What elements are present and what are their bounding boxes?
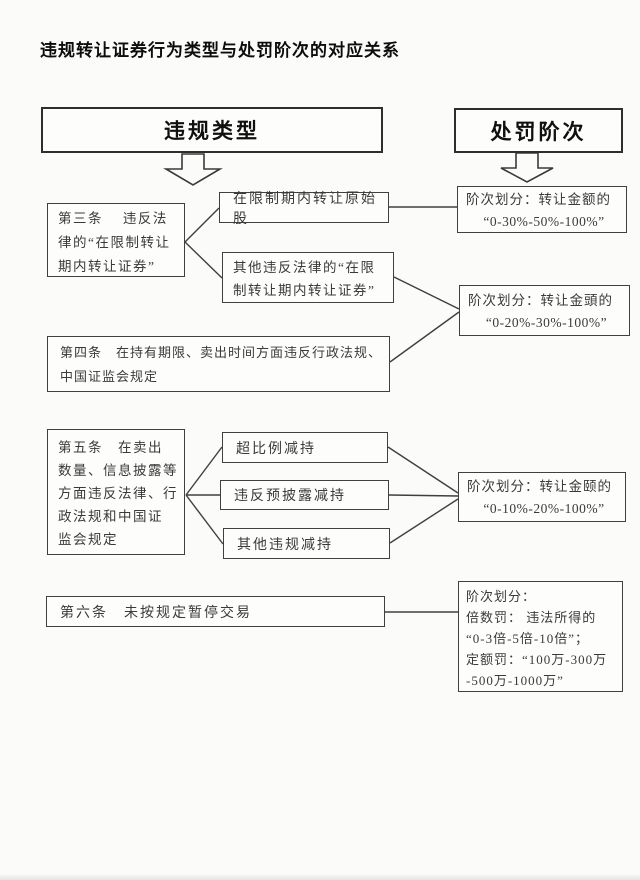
penalty-tier-1-range: “0-30%-50%-100%” bbox=[483, 214, 605, 229]
article-3-line: 期内转让证券” bbox=[58, 259, 156, 274]
page-title: 违规转让证券行为类型与处罚阶次的对应关系 bbox=[40, 41, 400, 60]
article-4-line: 第四条 在持有期限、卖出时间方面违反行政法规、 bbox=[60, 345, 383, 360]
connector-other-p2 bbox=[393, 276, 460, 310]
connector-a5-r3 bbox=[185, 494, 224, 545]
other-illegal-reduction-box: 其他违规减持 bbox=[223, 528, 390, 559]
article-4-line: 中国证监会规定 bbox=[60, 369, 159, 384]
penalty-tier-header-box: 处罚阶次 bbox=[454, 108, 623, 153]
article-5-line: 数量、信息披露等 bbox=[58, 463, 178, 478]
article-6-box: 第六条 未按规定暂停交易 bbox=[46, 596, 385, 627]
penalty-tier-3-box: 阶次划分：转让金颐的 “0-10%-20%-100%” bbox=[458, 472, 626, 522]
penalty-tier-3-line: 阶次划分：转让金颐的 bbox=[467, 479, 612, 494]
article-3-line: 律的“在限制转让 bbox=[58, 235, 171, 250]
penalty-tier-4-line: -500万-1000万” bbox=[466, 673, 564, 688]
violation-type-header-box: 违规类型 bbox=[41, 107, 383, 153]
article-5-line: 方面违反法律、行 bbox=[58, 486, 178, 501]
article-3-line: 第三条 违反法 bbox=[58, 211, 168, 226]
penalty-tier-1-box: 阶次划分：转让金额的 “0-30%-50%-100%” bbox=[457, 186, 627, 233]
article-5-line: 第五条 在卖出 bbox=[58, 440, 163, 455]
connector-a4-p2 bbox=[389, 311, 460, 363]
other-restricted-transfer-box: 其他违反法律的“在限 制转让期内转让证券” bbox=[222, 252, 394, 303]
pre-disclosure-violation-box: 违反预披露减持 bbox=[220, 480, 389, 510]
penalty-tier-header-label: 处罚阶次 bbox=[490, 120, 587, 144]
connector-a3-orig bbox=[184, 207, 220, 243]
article-5-line: 政法规和中国证 bbox=[58, 509, 163, 524]
connector-r1-p3 bbox=[387, 446, 459, 494]
penalty-tier-4-line: “0-3倍-5倍-10倍”； bbox=[466, 631, 590, 646]
penalty-tier-2-range: “0-20%-30%-100%” bbox=[485, 315, 608, 330]
penalty-tier-2-box: 阶次划分：转让金頭的 “0-20%-30%-100%” bbox=[459, 285, 630, 336]
down-arrow-icon bbox=[500, 152, 554, 183]
over-ratio-reduction-box: 超比例减持 bbox=[222, 432, 388, 463]
transfer-original-shares-box: 在限制期内转让原始股 bbox=[219, 192, 389, 227]
article-3-box: 第三条 违反法 律的“在限制转让 期内转让证券” bbox=[47, 203, 185, 277]
connector-a5-r1 bbox=[185, 446, 223, 496]
other-restricted-transfer-line: 制转让期内转让证券” bbox=[233, 283, 376, 298]
scan-edge-shadow bbox=[0, 874, 640, 880]
connector-r2-p3 bbox=[388, 494, 459, 497]
article-4-box: 第四条 在持有期限、卖出时间方面违反行政法规、 中国证监会规定 bbox=[47, 336, 390, 392]
article-5-line: 监会规定 bbox=[58, 532, 118, 547]
penalty-tier-4-line: 阶次划分： bbox=[466, 589, 537, 604]
violation-type-header-label: 违规类型 bbox=[164, 120, 260, 143]
other-restricted-transfer-line: 其他违反法律的“在限 bbox=[233, 260, 376, 275]
article-5-box: 第五条 在卖出 数量、信息披露等 方面违反法律、行 政法规和中国证 监会规定 bbox=[47, 429, 185, 555]
penalty-tier-4-line: 倍数罚： 违法所得的 bbox=[466, 610, 597, 625]
penalty-tier-2-line: 阶次划分：转让金頭的 bbox=[468, 293, 613, 308]
penalty-tier-1-line: 阶次划分：转让金额的 bbox=[466, 192, 611, 207]
connector-a3-other bbox=[184, 241, 223, 279]
down-arrow-icon bbox=[163, 153, 223, 186]
penalty-tier-4-line: 定额罚：“100万-300万 bbox=[466, 652, 608, 667]
penalty-tier-4-box: 阶次划分： 倍数罚： 违法所得的 “0-3倍-5倍-10倍”； 定额罚：“100… bbox=[458, 581, 623, 692]
penalty-tier-3-range: “0-10%-20%-100%” bbox=[483, 501, 605, 516]
connector-r3-p3 bbox=[389, 498, 459, 544]
